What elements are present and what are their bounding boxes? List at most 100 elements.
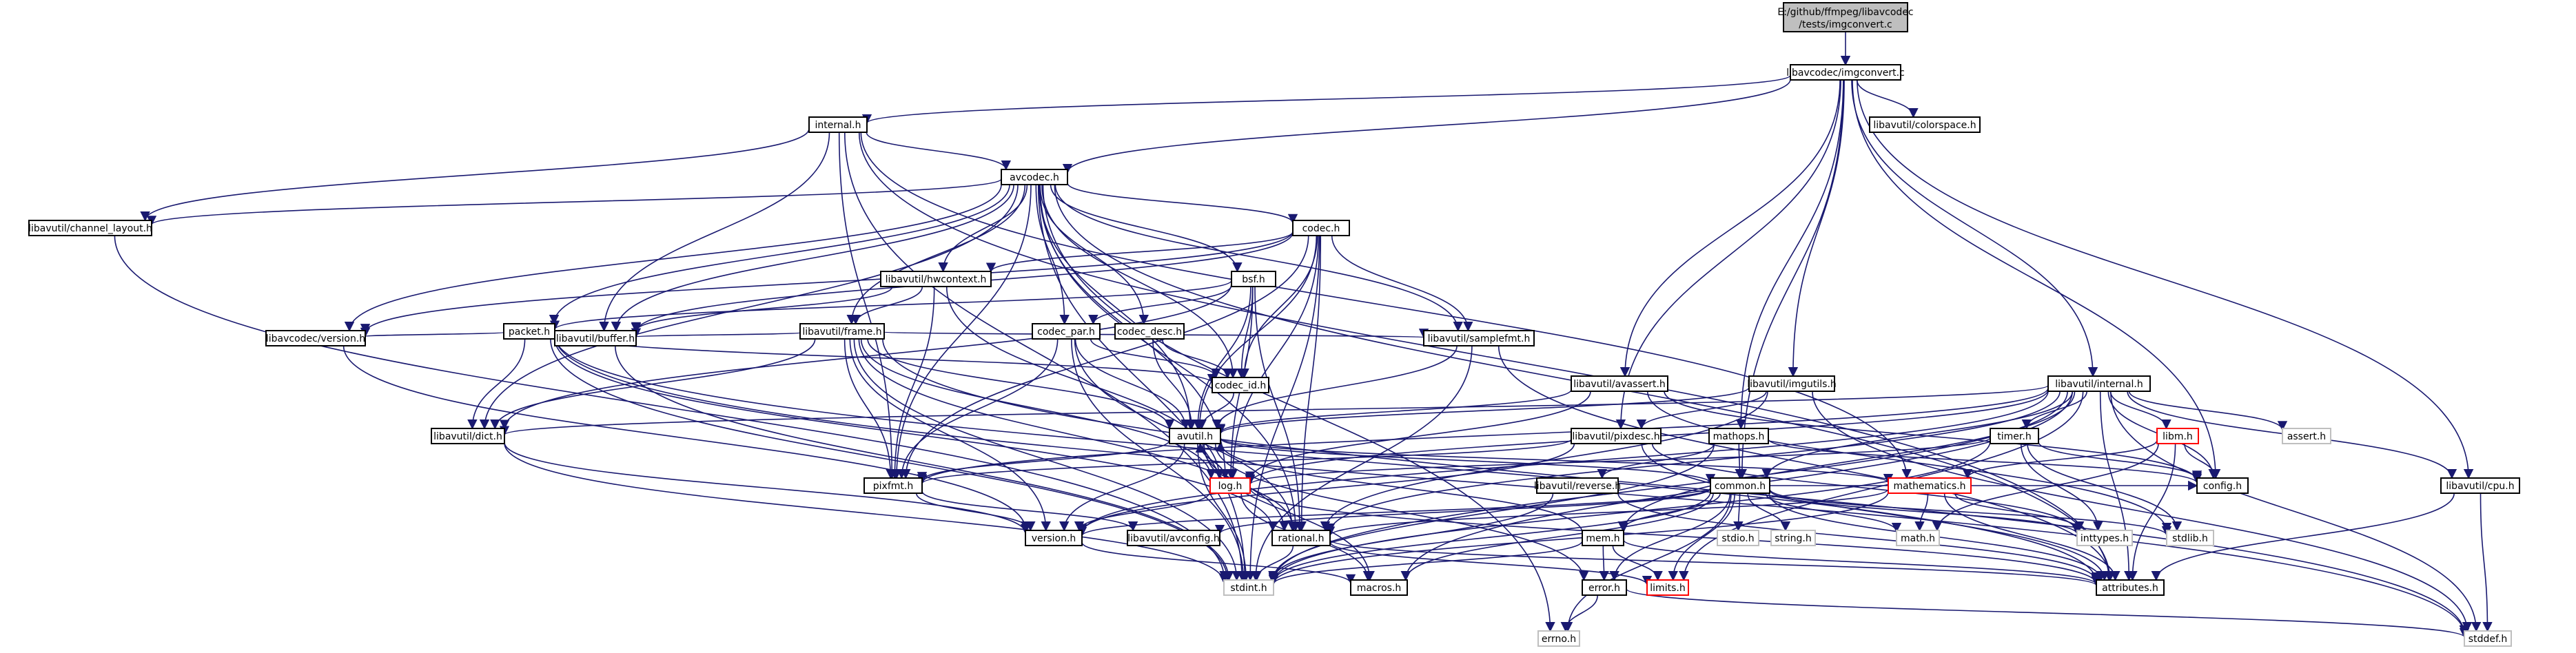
node-utilinternal[interactable]: libavutil/internal.h	[2047, 375, 2151, 392]
node-errno[interactable]: errno.h	[1537, 630, 1580, 647]
node-mem[interactable]: mem.h	[1582, 530, 1624, 546]
node-mem-label: mem.h	[1586, 533, 1619, 544]
edge-hwcontext-to-buffer	[631, 286, 893, 333]
node-avconfig[interactable]: libavutil/avconfig.h	[1127, 530, 1220, 546]
edge-common-to-mem	[1617, 493, 1721, 532]
node-rational[interactable]: rational.h	[1271, 530, 1331, 546]
edge-codecdesc-to-avutil	[1152, 338, 1197, 430]
edge-timer-to-stdlib	[2027, 443, 2183, 532]
node-imgconvert[interactable]: libavcodec/imgconvert.c	[1786, 64, 1905, 81]
node-dict[interactable]: libavutil/dict.h	[431, 428, 505, 444]
node-config-box	[2196, 477, 2249, 494]
node-mathematics[interactable]: mathematics.h	[1888, 477, 1972, 494]
node-codec[interactable]: codec.h	[1292, 220, 1350, 236]
node-assert[interactable]: assert.h	[2282, 428, 2331, 444]
node-frame-label: libavutil/frame.h	[802, 326, 881, 338]
edge-internal-to-chlayout	[140, 128, 810, 222]
edge-cpu-to-attributes	[2151, 493, 2455, 581]
edge-codecpar-to-avutil	[1074, 338, 1191, 430]
node-libm[interactable]: libm.h	[2156, 428, 2199, 444]
node-cpu[interactable]: libavutil/cpu.h	[2440, 477, 2520, 494]
edge-rational-to-attributes	[1329, 539, 2101, 587]
node-attributes[interactable]: attributes.h	[2096, 579, 2165, 596]
edge-avutil-to-mathematics	[1220, 437, 1893, 484]
node-chlayout[interactable]: libavutil/channel_layout.h	[28, 220, 152, 236]
edge-cpu-to-stddef	[2480, 493, 2493, 632]
node-utilinternal-label: libavutil/internal.h	[2055, 379, 2143, 390]
edge-imgconvert-to-mathops	[1736, 79, 1844, 430]
edge-common-to-errno	[1562, 493, 1732, 632]
node-samplefmt-box	[1423, 330, 1535, 346]
node-utilinternal-box	[2047, 375, 2151, 392]
edge-avutil-to-version	[1059, 443, 1185, 532]
edge-chlayout-to-stdint	[114, 235, 1229, 581]
edge-bsf-to-rational	[1254, 286, 1305, 532]
node-codecpar[interactable]: codec_par.h	[1032, 323, 1101, 340]
node-macros-label: macros.h	[1357, 583, 1402, 594]
node-chlayout-box	[28, 220, 152, 236]
node-macros[interactable]: macros.h	[1350, 579, 1408, 596]
edge-codec-to-avutil	[1194, 235, 1318, 430]
node-string[interactable]: string.h	[1770, 530, 1816, 546]
node-frame[interactable]: libavutil/frame.h	[799, 323, 885, 340]
node-imgutils-box	[1748, 375, 1835, 392]
edge-internal-to-pixfmt	[838, 132, 897, 479]
node-codecid[interactable]: codec_id.h	[1212, 377, 1269, 393]
node-bsf[interactable]: bsf.h	[1231, 271, 1276, 287]
node-log[interactable]: log.h	[1209, 477, 1251, 494]
node-rational-box	[1271, 530, 1331, 546]
edge-error-to-errno	[1560, 594, 1598, 632]
node-error[interactable]: error.h	[1582, 579, 1627, 596]
edge-frame-to-avutil	[867, 338, 1175, 430]
node-hwcontext-label: libavutil/hwcontext.h	[886, 274, 987, 285]
edge-codecpar-to-stdint	[1071, 338, 1249, 581]
node-samplefmt-label: libavutil/samplefmt.h	[1428, 333, 1531, 344]
node-avcodec[interactable]: avcodec.h	[1001, 169, 1068, 185]
node-reverse[interactable]: libavutil/reverse.h	[1534, 477, 1621, 494]
edge-bsf-to-packet	[550, 280, 1232, 331]
node-stddef[interactable]: stddef.h	[2464, 630, 2512, 647]
node-packet[interactable]: packet.h	[503, 323, 555, 340]
edge-frame-to-dict	[490, 338, 816, 430]
node-pixdesc-label: libavutil/pixdesc.h	[1572, 431, 1659, 442]
node-internal[interactable]: internal.h	[808, 116, 868, 133]
node-stdio[interactable]: stdio.h	[1717, 530, 1759, 546]
node-colorspace[interactable]: libavutil/colorspace.h	[1869, 116, 1981, 133]
node-inttypes-box	[2076, 530, 2133, 546]
node-inttypes[interactable]: inttypes.h	[2076, 530, 2133, 546]
node-avutil[interactable]: avutil.h	[1169, 428, 1221, 444]
node-stdlib[interactable]: stdlib.h	[2166, 530, 2214, 546]
node-hwcontext[interactable]: libavutil/hwcontext.h	[880, 271, 992, 287]
root-node[interactable]: E:/github/ffmpeg/libavcodec /tests/imgco…	[1777, 2, 1914, 32]
node-timer[interactable]: timer.h	[1990, 428, 2039, 444]
node-imgutils[interactable]: libavutil/imgutils.h	[1747, 375, 1837, 392]
node-stdint[interactable]: stdint.h	[1223, 579, 1274, 596]
node-colorspace-box	[1869, 116, 1981, 133]
node-mathops[interactable]: mathops.h	[1708, 428, 1769, 444]
node-pixdesc[interactable]: libavutil/pixdesc.h	[1571, 428, 1662, 444]
node-rational-label: rational.h	[1278, 533, 1325, 544]
node-pixfmt[interactable]: pixfmt.h	[863, 477, 923, 494]
edge-utilinternal-to-stddef	[2110, 391, 2482, 632]
node-version[interactable]: version.h	[1025, 530, 1083, 546]
node-samplefmt[interactable]: libavutil/samplefmt.h	[1423, 330, 1535, 346]
node-dict-box	[431, 428, 505, 444]
edge-pixdesc-to-version	[1076, 443, 1575, 535]
node-common[interactable]: common.h	[1710, 477, 1770, 494]
node-math[interactable]: math.h	[1896, 530, 1940, 546]
node-limits[interactable]: limits.h	[1646, 579, 1689, 596]
node-avversion[interactable]: libavcodec/version.h	[265, 330, 366, 346]
edge-mem-to-stdint	[1268, 540, 1583, 585]
edge-libm-to-attributes	[2127, 443, 2176, 581]
node-avassert-label: libavutil/avassert.h	[1573, 379, 1666, 390]
edge-codecpar-to-codecid	[1090, 338, 1221, 379]
edge-avcodec-to-buffer	[611, 184, 1014, 332]
node-buffer[interactable]: libavutil/buffer.h	[554, 330, 637, 346]
edge-avcodec-to-rational	[1039, 184, 1301, 532]
node-avversion-box	[265, 330, 366, 346]
node-codecdesc[interactable]: codec_desc.h	[1114, 323, 1185, 340]
node-config[interactable]: config.h	[2196, 477, 2249, 494]
node-avassert[interactable]: libavutil/avassert.h	[1571, 375, 1668, 392]
edge-avassert-to-log	[1245, 391, 1591, 481]
node-avutil-box	[1169, 428, 1221, 444]
